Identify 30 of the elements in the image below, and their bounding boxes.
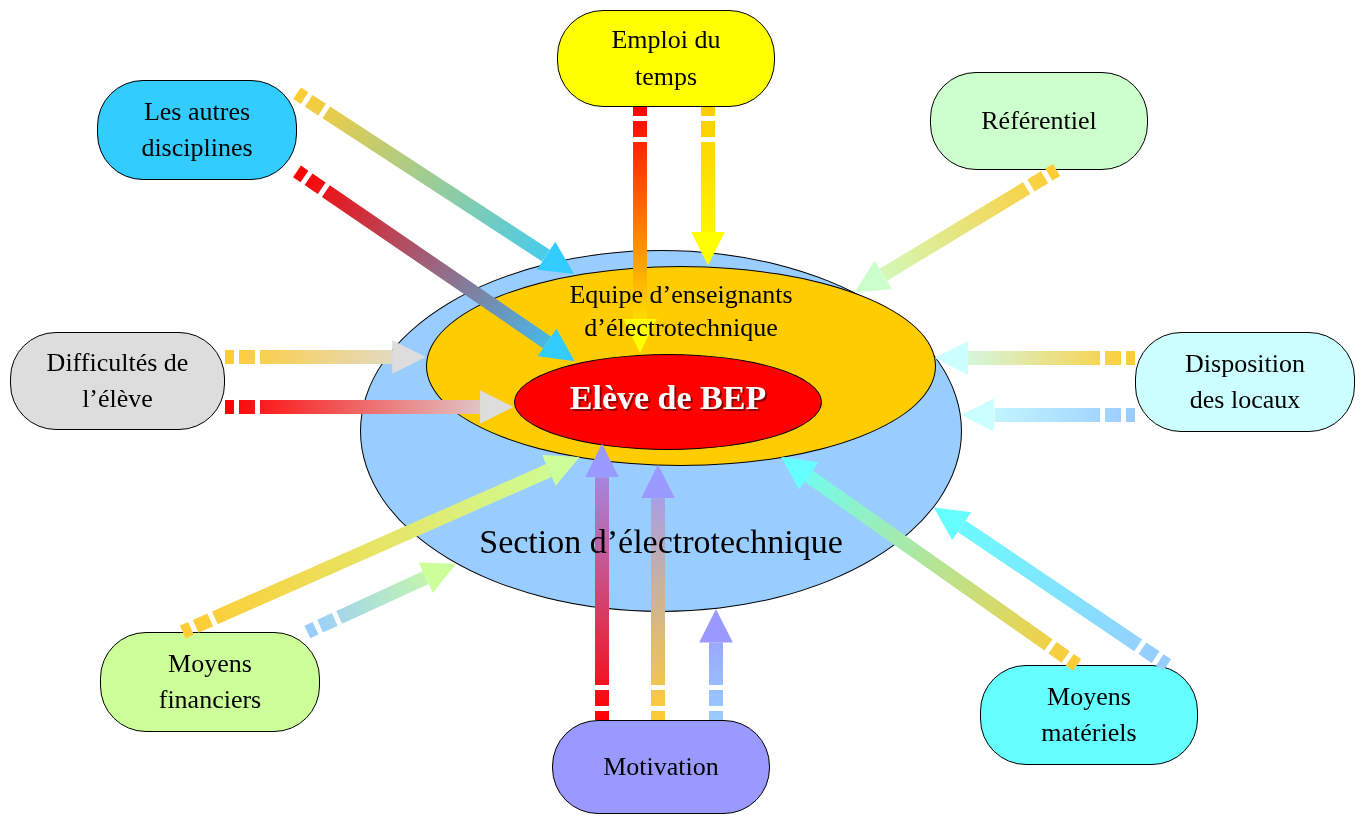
box-label: Emploi du temps (610, 24, 722, 93)
arrow (699, 608, 733, 720)
arrow (960, 398, 1135, 432)
arrow (933, 507, 1172, 671)
box-label: Motivation (603, 750, 719, 783)
rounded-box (1135, 332, 1355, 432)
arrow (585, 443, 619, 720)
arrow (641, 464, 675, 720)
arrow (225, 390, 514, 424)
box-label: Moyens financiers (157, 647, 263, 716)
arrow (934, 341, 1135, 375)
ellipse-label: Equipe d’enseignants d’électrotechnique (568, 279, 794, 344)
ellipse-label: Section d’électrotechnique (478, 522, 844, 562)
arrow (623, 107, 657, 353)
arrow (304, 562, 457, 639)
arrow (293, 165, 575, 362)
box-label: Les autres disciplines (140, 95, 254, 164)
arrow (691, 107, 725, 266)
rounded-box (10, 332, 225, 430)
box-label: Difficultés de l’élève (45, 346, 190, 415)
arrow (179, 455, 580, 639)
box-label: Référentiel (981, 104, 1097, 137)
center-label: Elève de BEP (568, 378, 768, 418)
box-label: Moyens matériels (1040, 680, 1138, 749)
box-label: Disposition des locaux (1184, 347, 1306, 416)
arrow (293, 87, 575, 274)
arrow (225, 340, 426, 374)
rounded-box (97, 80, 297, 180)
arrow (781, 456, 1082, 671)
arrow (854, 164, 1061, 293)
